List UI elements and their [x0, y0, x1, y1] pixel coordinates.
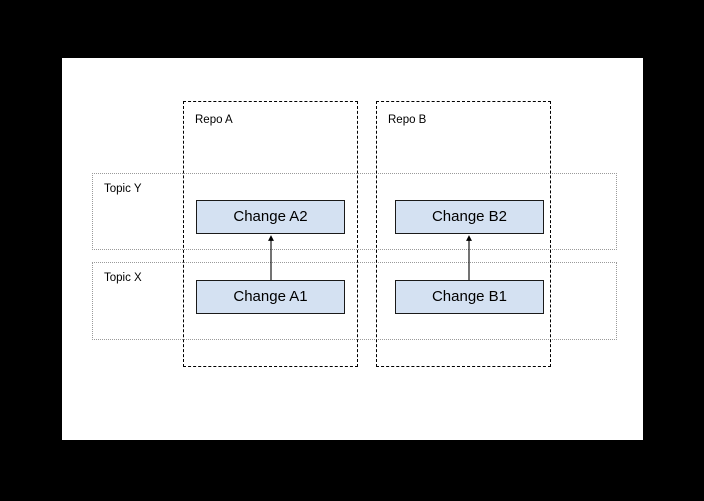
repo-label-repo-a: Repo A: [195, 114, 233, 126]
topic-group-topic-y[interactable]: Topic Y: [92, 173, 617, 250]
change-node-change-a2[interactable]: Change A2: [196, 200, 345, 234]
change-node-change-b1[interactable]: Change B1: [395, 280, 544, 314]
topic-label-topic-x: Topic X: [104, 272, 142, 284]
change-node-change-b2[interactable]: Change B2: [395, 200, 544, 234]
repo-group-repo-a[interactable]: Repo A: [183, 101, 358, 367]
diagram-canvas: Topic Y Topic X Repo A Repo B Change A2 …: [62, 58, 643, 440]
change-node-change-a1[interactable]: Change A1: [196, 280, 345, 314]
topic-label-topic-y: Topic Y: [104, 183, 142, 195]
repo-group-repo-b[interactable]: Repo B: [376, 101, 551, 367]
repo-label-repo-b: Repo B: [388, 114, 427, 126]
topic-group-topic-x[interactable]: Topic X: [92, 262, 617, 340]
